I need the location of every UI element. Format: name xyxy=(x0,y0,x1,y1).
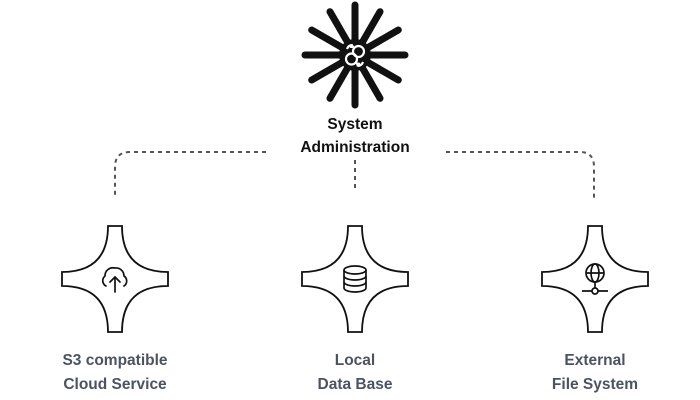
connector-right xyxy=(446,151,595,198)
network-globe-icon xyxy=(582,263,608,295)
node-label-line1: Local xyxy=(334,352,376,369)
node-label-local-db: Local Data Base xyxy=(265,349,445,397)
connectors xyxy=(114,151,595,198)
database-icon xyxy=(343,265,367,293)
sync-gears-icon xyxy=(344,43,366,68)
connector-left xyxy=(114,151,266,198)
node-label-line2: Data Base xyxy=(317,376,393,393)
node-label-external-fs: External File System xyxy=(505,349,685,397)
node-label-line2: File System xyxy=(551,376,639,393)
node-label-line1: S3 compatible xyxy=(62,352,168,369)
center-title-line2: Administration xyxy=(300,139,410,156)
node-label-line1: External xyxy=(564,352,626,369)
node-label-line2: Cloud Service xyxy=(63,376,167,393)
center-title-line1: System xyxy=(327,116,383,133)
node-label-s3: S3 compatible Cloud Service xyxy=(25,349,205,397)
cloud-upload-icon xyxy=(101,266,128,293)
node-shape-local-db xyxy=(301,225,409,333)
center-node-title: System Administration xyxy=(250,113,460,159)
node-shape-external-fs xyxy=(541,225,649,333)
